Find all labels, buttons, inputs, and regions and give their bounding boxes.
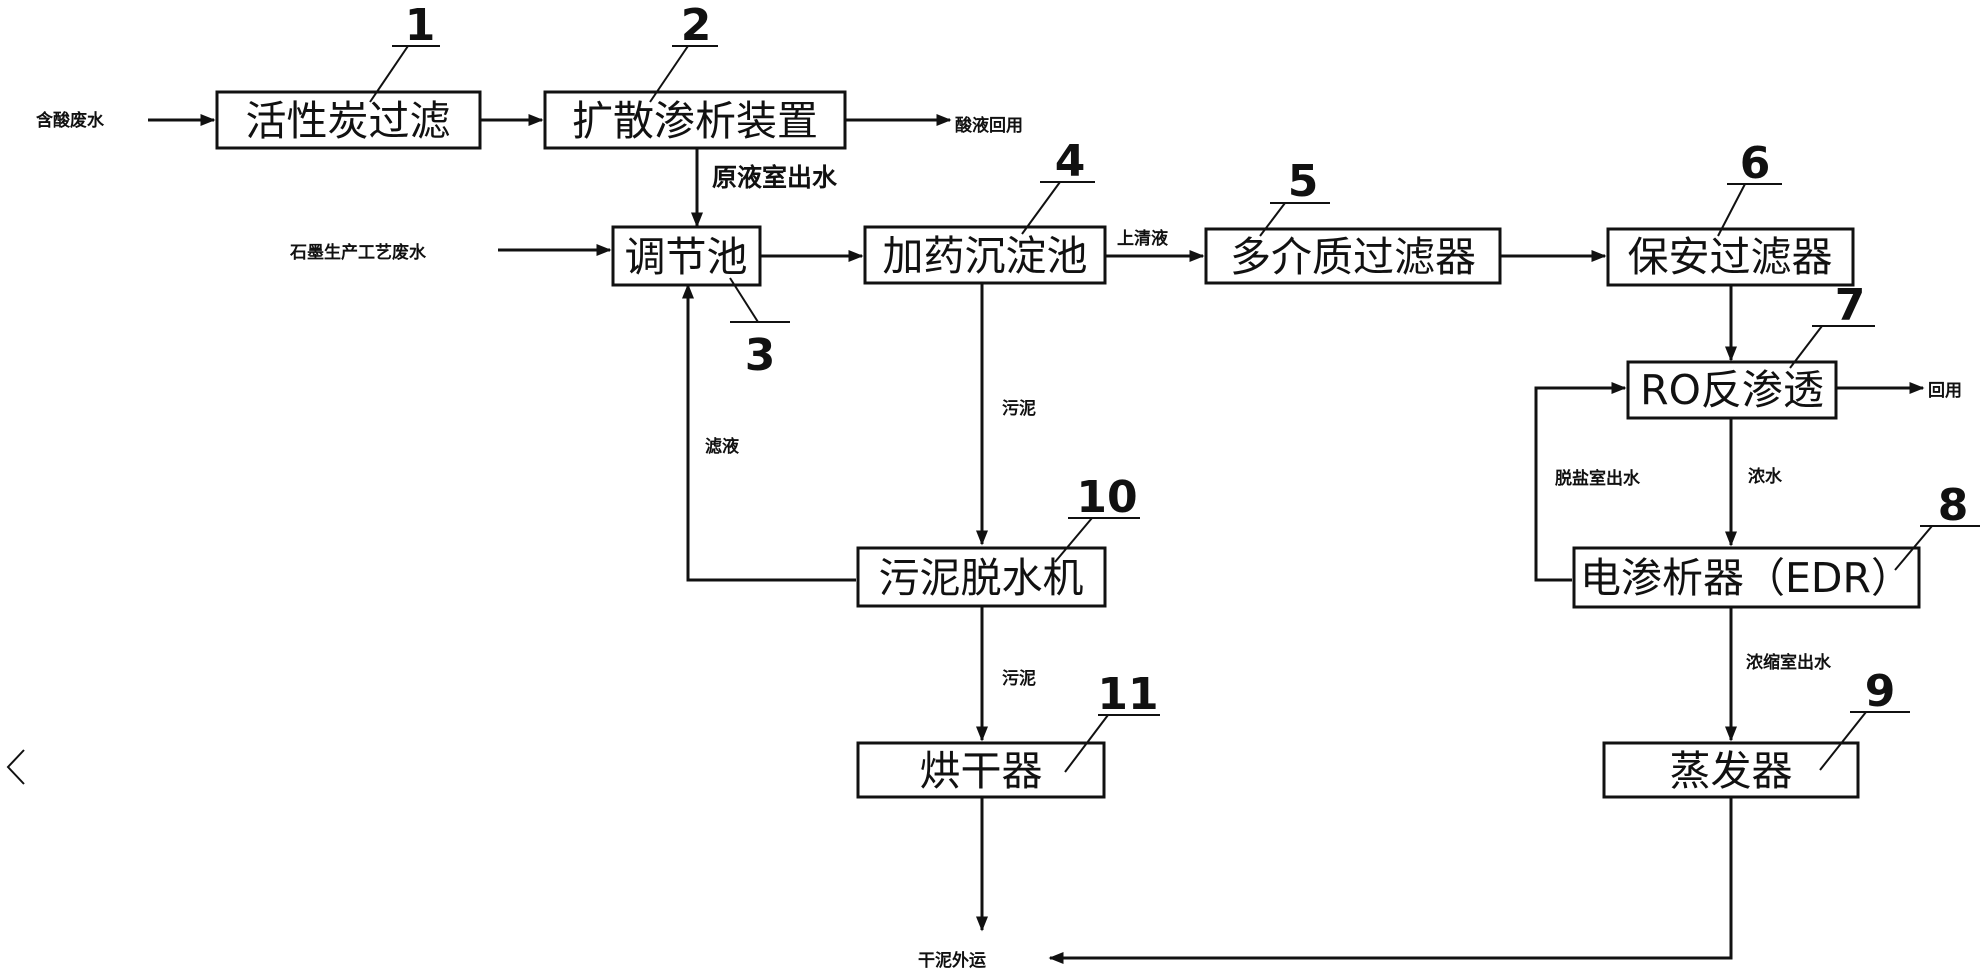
label-filtrate: 滤液 xyxy=(705,436,739,457)
arrow-10-to-3-filtrate xyxy=(682,283,856,582)
process-box-10: 污泥脱水机 xyxy=(856,546,1107,608)
box-label-4: 加药沉淀池 xyxy=(883,232,1088,280)
number-9: 9 xyxy=(1865,666,1896,717)
box-label-8: 电渗析器（EDR） xyxy=(1580,554,1912,602)
label-acid-reuse: 酸液回用 xyxy=(955,115,1023,136)
label-graphite-wastewater: 石墨生产工艺废水 xyxy=(289,242,427,263)
label-concentrate: 浓水 xyxy=(1748,466,1783,487)
number-4: 4 xyxy=(1055,136,1086,187)
process-box-4: 加药沉淀池 xyxy=(863,225,1107,285)
stray-mark xyxy=(6,749,25,785)
number-1: 1 xyxy=(405,0,436,51)
arrow-9-dry-sludge xyxy=(1048,797,1733,964)
process-box-3: 调节池 xyxy=(611,225,762,287)
number-leaders xyxy=(369,45,1980,773)
connectors xyxy=(148,114,1925,964)
number-2: 2 xyxy=(681,0,712,51)
process-box-2: 扩散渗析装置 xyxy=(543,90,847,150)
box-label-9: 蒸发器 xyxy=(1670,747,1793,795)
process-box-8: 电渗析器（EDR） xyxy=(1572,546,1921,609)
label-sludge-2: 污泥 xyxy=(1002,668,1036,689)
box-label-1: 活性炭过滤 xyxy=(246,97,451,145)
number-11: 11 xyxy=(1097,669,1158,720)
label-acid-wastewater: 含酸废水 xyxy=(36,110,105,131)
number-8: 8 xyxy=(1938,480,1969,531)
label-reuse: 回用 xyxy=(1928,381,1962,401)
label-dry-sludge-out: 干泥外运 xyxy=(918,950,986,971)
process-box-9: 蒸发器 xyxy=(1602,741,1860,799)
box-label-11: 烘干器 xyxy=(920,747,1043,795)
label-raw-chamber-out: 原液室出水 xyxy=(712,163,838,192)
box-label-7: RO反渗透 xyxy=(1640,366,1824,414)
arrow-8-to-7-return xyxy=(1534,382,1627,582)
box-label-2: 扩散渗析装置 xyxy=(572,97,818,145)
label-conc-chamber-out: 浓缩室出水 xyxy=(1746,652,1832,673)
box-label-5: 多介质过滤器 xyxy=(1230,233,1476,281)
process-box-1: 活性炭过滤 xyxy=(215,90,482,150)
box-label-6: 保安过滤器 xyxy=(1628,233,1833,281)
number-3: 3 xyxy=(745,330,776,381)
box-label-10: 污泥脱水机 xyxy=(879,554,1084,602)
number-5: 5 xyxy=(1288,156,1319,207)
label-sludge-1: 污泥 xyxy=(1002,398,1036,419)
number-7: 7 xyxy=(1835,280,1866,331)
process-box-5: 多介质过滤器 xyxy=(1204,227,1502,285)
process-box-11: 烘干器 xyxy=(856,741,1106,799)
number-6: 6 xyxy=(1740,138,1771,189)
label-supernatant: 上清液 xyxy=(1117,228,1168,249)
process-box-7: RO反渗透 xyxy=(1626,360,1838,420)
label-desalt-out: 脱盐室出水 xyxy=(1555,468,1641,489)
box-label-3: 调节池 xyxy=(625,233,748,281)
number-10: 10 xyxy=(1076,472,1137,523)
process-box-6: 保安过滤器 xyxy=(1606,227,1855,287)
